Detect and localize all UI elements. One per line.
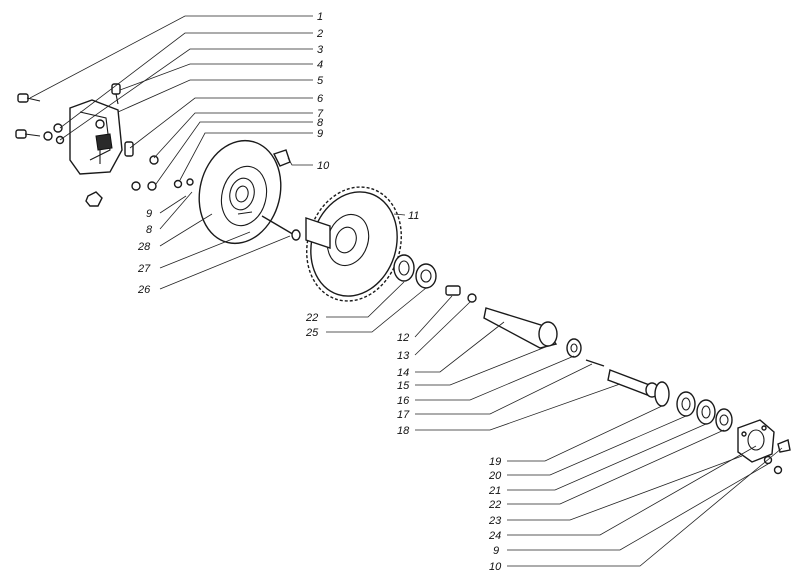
callout-12: 12 [397,332,409,344]
callout-9-lower: 9 [493,545,499,557]
callout-23: 23 [488,515,502,527]
bracket-stud [124,141,134,157]
sleeve-18 [607,369,659,398]
callout-8: 8 [317,117,324,129]
ring-22 [715,408,733,432]
ring-15 [566,338,582,358]
callout-21: 21 [488,485,501,497]
callout-28: 28 [137,241,151,253]
callout-4: 4 [317,59,323,71]
shaft-tube [483,307,558,349]
callout-3: 3 [317,44,324,56]
housing-cover [737,419,775,463]
callout-26: 26 [137,284,151,296]
brake-disc [198,139,282,245]
callout-10-lower: 10 [489,561,502,573]
callout-11: 11 [408,210,419,222]
callout-17: 17 [397,409,410,421]
callout-19: 19 [489,456,501,468]
callout-22-upper: 22 [305,312,318,324]
callout-14: 14 [397,367,409,379]
callout-20: 20 [488,470,502,482]
bearing-22 [393,254,415,282]
callout-15: 15 [397,380,410,392]
bushing-12 [445,285,461,296]
snap-ring-19 [654,381,670,407]
seal-25 [415,263,437,289]
callout-7: 7 [317,108,324,120]
nut-group [85,155,194,207]
callout-9-left: 9 [146,208,152,220]
callout-10: 10 [317,160,330,172]
bolt-lower [15,129,41,139]
mounting-bracket [69,99,123,175]
callout-6: 6 [317,93,324,105]
callout-25: 25 [305,327,319,339]
callout-1: 1 [317,11,323,23]
axle-17 [585,359,605,367]
callout-13: 13 [397,350,410,362]
callout-9: 9 [317,128,323,140]
seal-20 [676,391,696,417]
callout-27: 27 [137,263,151,275]
bearing-21 [696,399,716,425]
pin-shaft [261,215,301,241]
callout-18: 18 [397,425,410,437]
callout-2: 2 [316,28,323,40]
callout-labels: 1 2 3 4 5 6 7 8 9 10 9 8 28 27 26 11 22 … [137,11,502,573]
callout-16: 16 [397,395,410,407]
washer-13 [467,293,477,303]
callout-5: 5 [317,75,324,87]
callout-24: 24 [488,530,501,542]
callout-22-lower: 22 [488,499,501,511]
washers-left [43,123,65,145]
sprocket-wheel [305,186,402,302]
leader-lines [29,15,783,567]
callout-8-left: 8 [146,224,153,236]
bolt-upper [17,93,41,103]
